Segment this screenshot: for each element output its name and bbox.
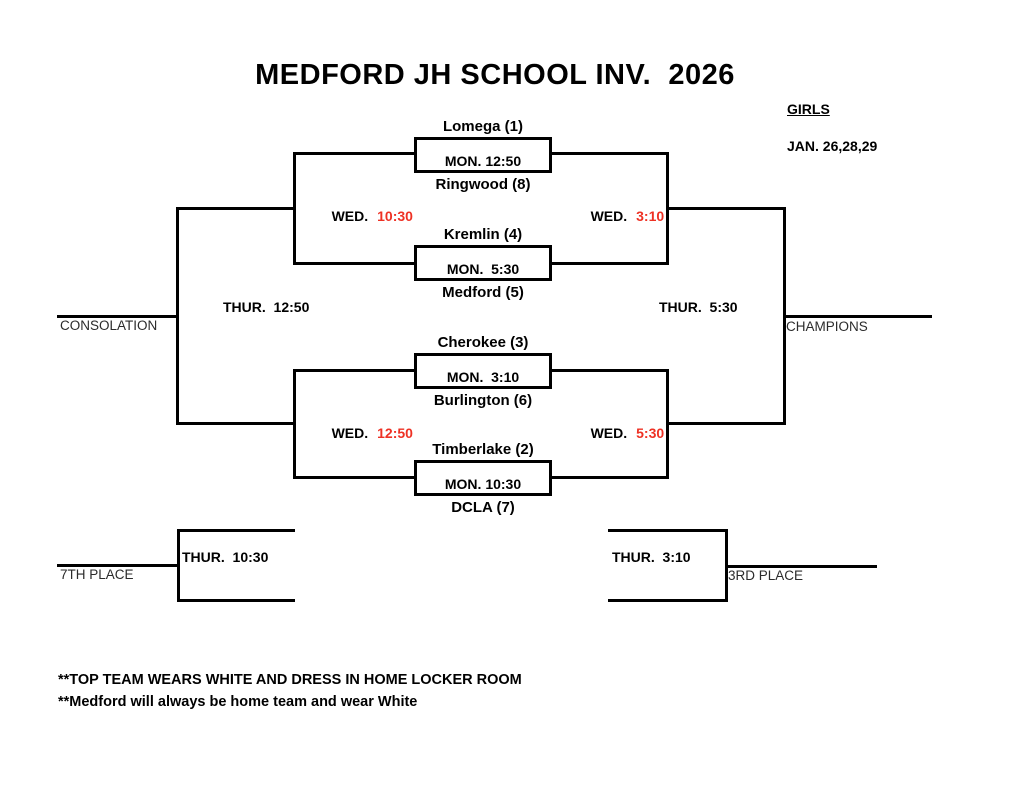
championship-time: THUR. 5:30 [659,299,738,315]
game-time: MON. 10:30 [444,476,522,492]
game-box-4: MON. 10:30 [414,460,552,496]
team-label-cherokee: Cherokee (3) [437,334,529,351]
game-time: 5:30 [636,425,665,441]
consolation-label: CONSOLATION [60,318,158,333]
game-day: WED. [590,425,628,441]
game-time: 12:50 [377,425,413,441]
third-place-time: THUR. 3:10 [612,549,691,565]
consolation-semi-time: THUR. 12:50 [223,299,310,315]
note-top-team: **TOP TEAM WEARS WHITE AND DRESS IN HOME… [58,672,522,688]
team-label-ringwood: Ringwood (8) [435,176,531,193]
game-box-1: MON. 12:50 [414,137,552,173]
bracket-line [552,476,669,479]
champions-line [783,315,932,318]
page-title: MEDFORD JH SCHOOL INV. 2026 [255,59,735,91]
team-label-medford: Medford (5) [442,284,524,301]
bracket-line [177,599,295,602]
round2-label-left-bottom: WED. 12:50 [316,409,413,457]
game-time: MON. 5:30 [446,261,520,277]
tournament-dates: JAN. 26,28,29 [787,138,878,154]
round2-label-left-top: WED. 10:30 [316,192,413,240]
bracket-line [608,529,728,532]
bracket-line [176,422,296,425]
game-day: WED. [331,208,369,224]
game-box-3: MON. 3:10 [414,353,552,389]
consolation-line [57,315,179,318]
bracket-line [293,369,414,372]
team-label-dcla: DCLA (7) [451,499,515,516]
bracket-line [293,476,414,479]
bracket-line [552,152,669,155]
third-place-label: 3RD PLACE [728,568,804,583]
team-label-kremlin: Kremlin (4) [443,226,523,243]
game-day: WED. [590,208,628,224]
seventh-place-label: 7TH PLACE [60,567,134,582]
note-medford-home: **Medford will always be home team and w… [58,694,418,710]
bracket-line [666,207,786,210]
seventh-place-time: THUR. 10:30 [182,549,269,565]
bracket-line [552,262,669,265]
round2-label-right-bottom: WED. 5:30 [575,409,665,457]
game-day: WED. [331,425,369,441]
game-time: 3:10 [636,208,665,224]
game-time: MON. 3:10 [446,369,520,385]
bracket-line [176,207,296,210]
round2-label-right-top: WED. 3:10 [575,192,665,240]
game-time: MON. 12:50 [444,153,522,169]
bracket-line [666,422,786,425]
third-place-line [725,565,877,568]
division-label: GIRLS [787,101,830,117]
bracket-line [177,529,295,532]
team-label-timberlake: Timberlake (2) [432,441,534,458]
game-box-2: MON. 5:30 [414,245,552,281]
game-time: 10:30 [377,208,413,224]
bracket-line [293,152,414,155]
champions-label: CHAMPIONS [786,319,868,334]
team-label-lomega: Lomega (1) [442,118,523,135]
bracket-line [608,599,728,602]
bracket-line [293,262,414,265]
bracket-line [552,369,669,372]
seventh-place-line [57,564,180,567]
team-label-burlington: Burlington (6) [433,392,533,409]
